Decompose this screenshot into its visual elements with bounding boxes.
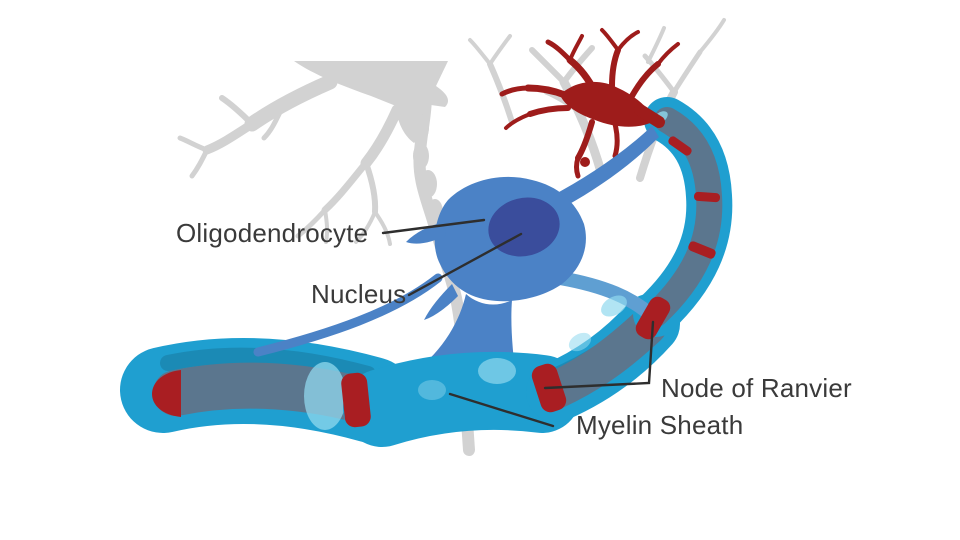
junction-highlight	[601, 295, 627, 317]
junction-highlight	[568, 332, 592, 352]
myelin-arc	[633, 97, 733, 337]
leader-nucleus	[407, 232, 523, 297]
label-node-of-ranvier: Node of Ranvier	[661, 373, 852, 403]
myelin-highlight	[304, 362, 346, 430]
myelin-sheath-wrap	[343, 351, 581, 447]
dendrite-hub	[560, 81, 656, 127]
dendrite-terminal-shape	[499, 28, 680, 179]
myelin-sheath-shape	[120, 338, 415, 443]
oligodendrocyte-process-upper	[552, 126, 659, 206]
oligodendrocyte-process-left	[253, 273, 443, 357]
label-myelin-sheath: Myelin Sheath	[576, 410, 744, 440]
oligodendrocyte-point-left	[406, 222, 446, 244]
label-nucleus: Nucleus	[311, 279, 407, 309]
node-of-ranvier-bands	[668, 136, 721, 259]
leader-myelin-sheath	[448, 392, 555, 428]
myelin-segment-right	[526, 294, 680, 422]
leader-oligodendrocyte	[381, 218, 486, 235]
oligodendrocyte-point-lower	[424, 284, 458, 320]
ghost-soma	[294, 61, 449, 143]
leader-node-of-ranvier	[543, 320, 655, 390]
label-oligodendrocyte: Oligodendrocyte	[176, 218, 369, 248]
leader-lines	[381, 218, 655, 428]
node-of-ranvier-shape	[152, 370, 181, 417]
